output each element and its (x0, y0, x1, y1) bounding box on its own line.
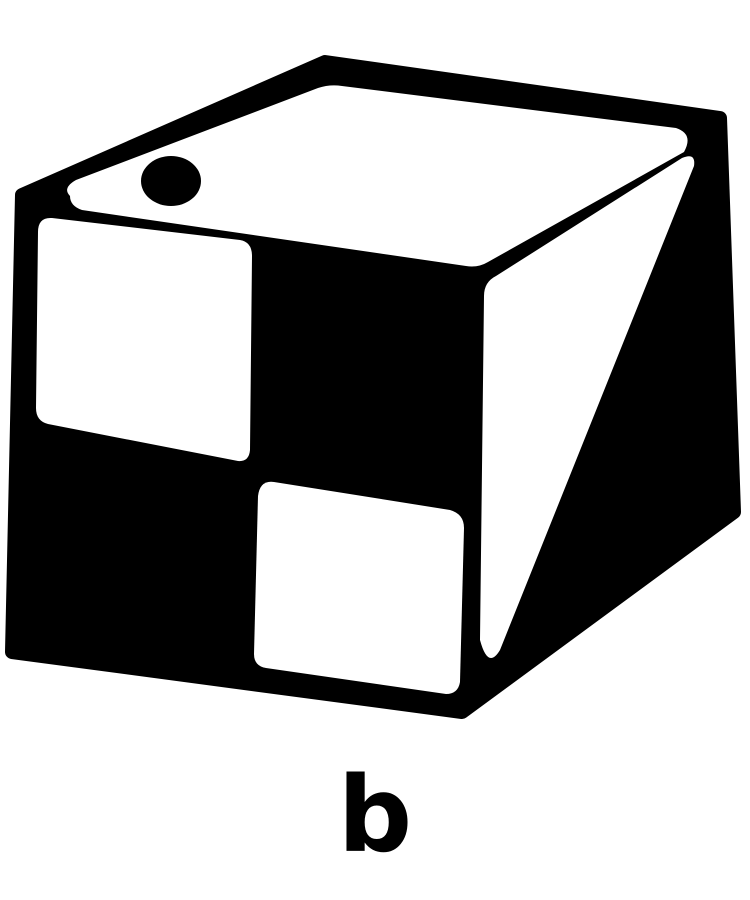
cube-right-face-lit (480, 156, 695, 658)
cube-top-face (67, 85, 688, 267)
front-square-lower-right (254, 481, 464, 694)
front-square-upper-right (252, 244, 476, 498)
figure-label: b (337, 754, 413, 876)
cube-drawing (5, 55, 741, 719)
front-square-lower-left (22, 428, 250, 662)
front-square-upper-left (36, 217, 252, 462)
top-face-dot (141, 156, 201, 206)
